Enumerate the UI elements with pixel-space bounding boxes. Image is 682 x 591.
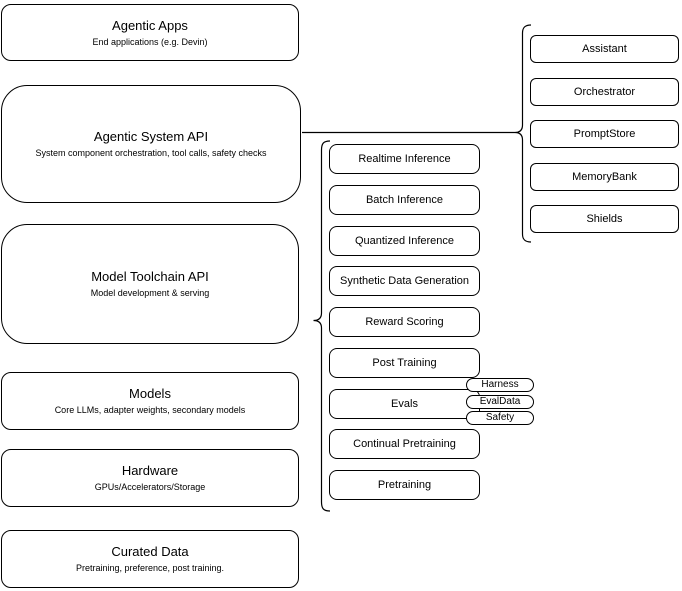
system-components-group: Assistant Orchestrator PromptStore Memor… [530,35,679,233]
node-subtitle: System component orchestration, tool cal… [35,148,267,158]
node-title: Hardware [121,463,179,478]
toolchain-components-group: Realtime Inference Batch Inference Quant… [329,144,480,500]
node-pretraining: Pretraining [329,470,480,500]
node-subtitle: Model development & serving [90,288,210,298]
node-orchestrator: Orchestrator [530,77,679,106]
node-promptstore: PromptStore [530,120,679,148]
node-memorybank: MemoryBank [530,162,679,191]
tag-evaldata: EvalData [466,394,534,409]
node-title: Agentic Apps [112,17,188,33]
node-subtitle: End applications (e.g. Devin) [92,36,208,47]
node-hardware: Hardware GPUs/Accelerators/Storage [1,449,299,507]
tag-safety: Safety [466,411,534,425]
node-title: Model Toolchain API [91,269,209,284]
node-models: Models Core LLMs, adapter weights, secon… [1,372,299,430]
node-continual-pretraining: Continual Pretraining [329,429,480,460]
node-batch-inference: Batch Inference [329,184,480,215]
node-evals: Evals [329,388,480,419]
node-realtime-inference: Realtime Inference [329,144,480,174]
brace-system [514,24,532,243]
node-title: Agentic System API [93,129,209,144]
node-post-training: Post Training [329,347,480,378]
node-synthetic-data-generation: Synthetic Data Generation [329,266,480,297]
node-agentic-system-api: Agentic System API System component orch… [1,85,301,203]
node-model-toolchain-api: Model Toolchain API Model development & … [1,224,299,344]
node-assistant: Assistant [530,35,679,63]
brace-toolchain [313,140,331,512]
node-curated-data: Curated Data Pretraining, preference, po… [1,530,299,588]
node-title: Models [129,386,171,401]
node-quantized-inference: Quantized Inference [329,225,480,256]
node-title: Curated Data [111,544,189,559]
node-subtitle: Core LLMs, adapter weights, secondary mo… [54,405,246,415]
node-reward-scoring: Reward Scoring [329,307,480,337]
tag-harness: Harness [466,378,534,392]
node-shields: Shields [530,205,679,233]
node-subtitle: Pretraining, preference, post training. [75,563,225,573]
node-subtitle: GPUs/Accelerators/Storage [94,482,206,492]
node-agentic-apps: Agentic Apps End applications (e.g. Devi… [1,4,299,61]
